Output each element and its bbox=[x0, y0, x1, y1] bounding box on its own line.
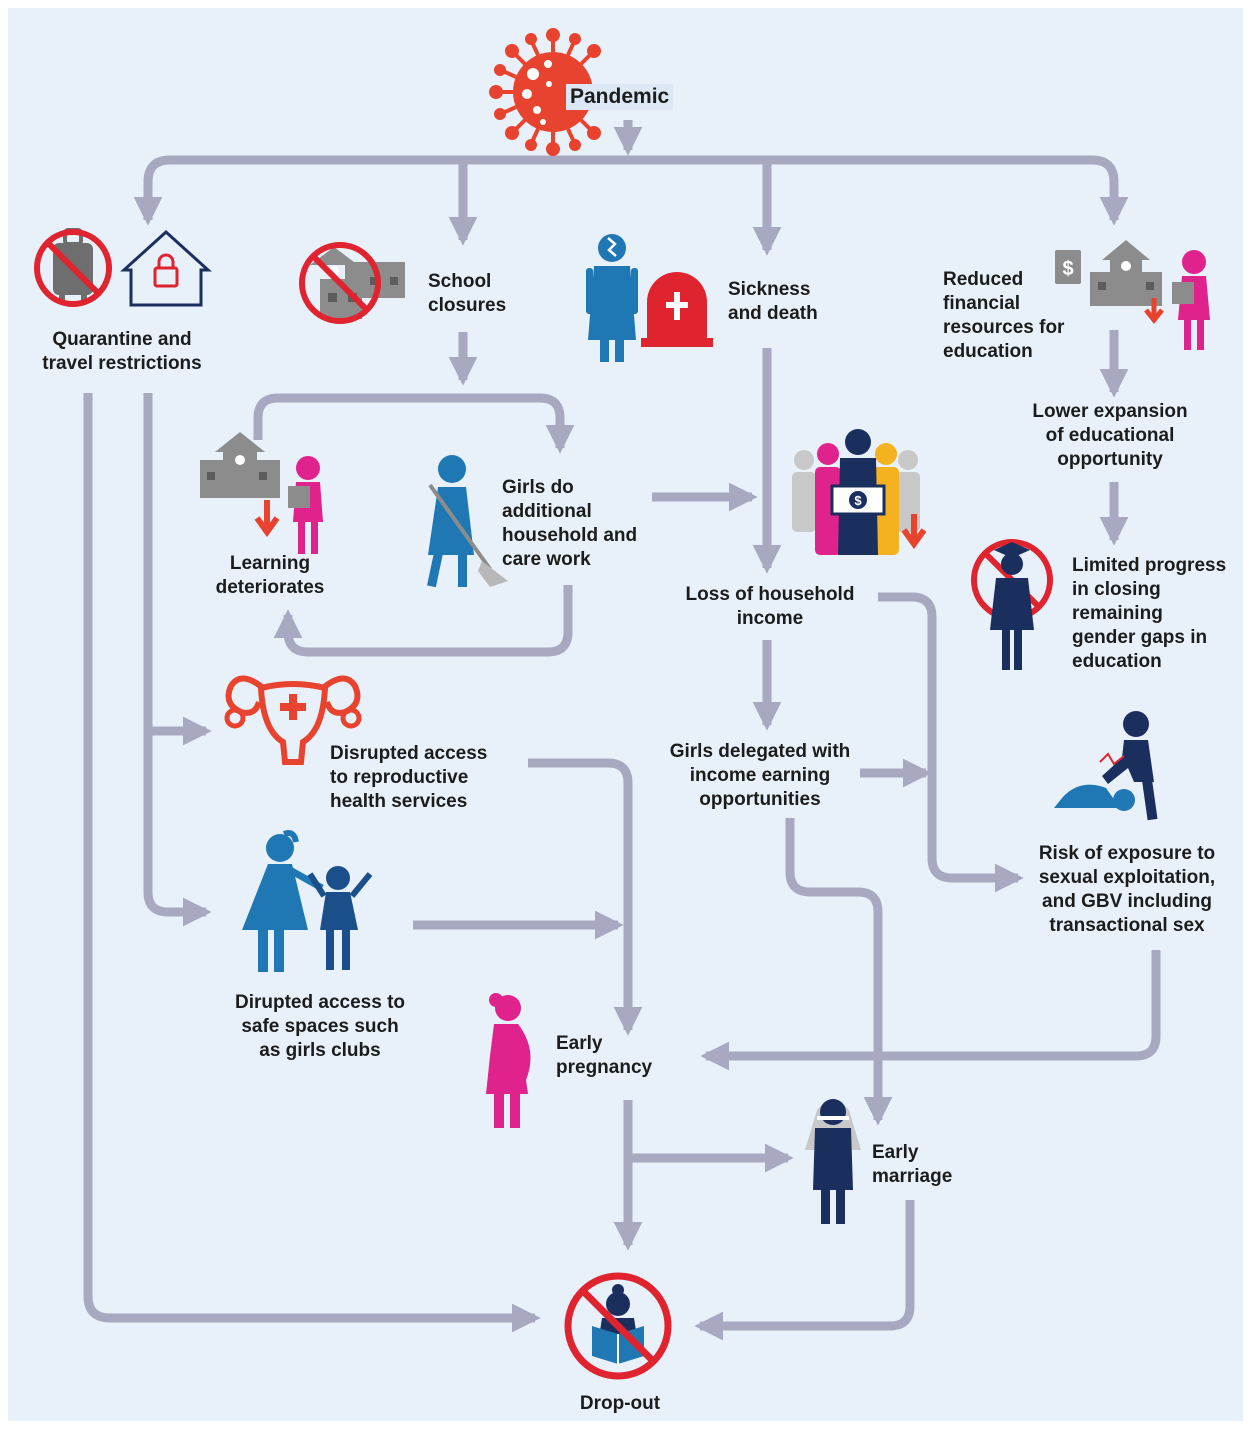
violence-icon bbox=[1054, 711, 1158, 821]
label-line: as girls clubs bbox=[259, 1040, 381, 1061]
label-line: opportunities bbox=[699, 789, 821, 810]
label-line: marriage bbox=[872, 1166, 953, 1187]
label-line: and GBV including bbox=[1042, 891, 1212, 912]
no-graduation-icon bbox=[971, 539, 1053, 670]
safe-spaces-label: Dirupted access to safe spaces such as g… bbox=[210, 991, 430, 1063]
learning-label: Learning deteriorates bbox=[180, 552, 360, 600]
label-line: Learning bbox=[229, 553, 311, 574]
girl-sweeping-icon bbox=[427, 455, 508, 588]
label-line: pregnancy bbox=[556, 1057, 653, 1078]
label-line: in closing bbox=[1072, 579, 1161, 600]
label-line: of educational bbox=[1045, 425, 1175, 446]
label-line: education bbox=[1072, 651, 1162, 672]
label-line: opportunity bbox=[1057, 449, 1163, 470]
label-line: Limited progress bbox=[1072, 555, 1227, 576]
arrow-reproductive-to-pregnancy bbox=[528, 758, 643, 1036]
reduced-financial-label: Reduced financial resources for educatio… bbox=[943, 268, 1064, 364]
label-line: Girls do bbox=[502, 477, 574, 498]
dropout-label: Drop-out bbox=[579, 1393, 661, 1414]
label-line: income earning bbox=[689, 765, 831, 786]
label-line: gender gaps in bbox=[1072, 627, 1208, 648]
label-line: Lower expansion bbox=[1032, 401, 1188, 422]
sexual-exploitation-label: Risk of exposure to sexual exploitation,… bbox=[1022, 842, 1232, 938]
limited-progress-label: Limited progress in closing remaining ge… bbox=[1072, 554, 1226, 674]
label-line: School bbox=[428, 271, 492, 292]
label-line: deteriorates bbox=[215, 577, 325, 598]
arrow-exploitation-to-pregnancy bbox=[700, 950, 1161, 1071]
label-line: Quarantine and bbox=[52, 329, 192, 350]
arrow-marriage-to-dropout bbox=[694, 1200, 915, 1341]
lower-expansion-label: Lower expansion of educational opportuni… bbox=[1010, 400, 1210, 472]
label-line: Disrupted access bbox=[330, 743, 488, 764]
sick-person-icon bbox=[586, 234, 638, 362]
loss-income-label: Loss of household income bbox=[670, 583, 870, 631]
label-line: income bbox=[736, 608, 804, 629]
label-line: care work bbox=[502, 549, 591, 570]
label-line: and death bbox=[728, 303, 818, 324]
arrow-to-quarantine bbox=[133, 155, 628, 226]
no-school-icon bbox=[299, 242, 405, 324]
early-marriage-label: Early marriage bbox=[872, 1141, 952, 1189]
no-luggage-icon bbox=[34, 228, 112, 307]
arrow-quarantine-inner bbox=[143, 393, 212, 927]
arrow-income-to-exploitation bbox=[878, 592, 1024, 893]
pandemic-label: Pandemic bbox=[566, 84, 674, 110]
label-line: safe spaces such bbox=[241, 1016, 399, 1037]
school-girl-learning-icon bbox=[200, 432, 323, 554]
label-line: Dirupted access to bbox=[235, 992, 405, 1013]
svg-text:$: $ bbox=[1062, 258, 1073, 280]
label-line: to reproductive bbox=[330, 767, 469, 788]
arrow-loop-top bbox=[253, 393, 575, 454]
arrow-delegated-to-marriage bbox=[785, 818, 893, 1126]
arrow-to-financial bbox=[628, 155, 1129, 226]
label-line: Risk of exposure to bbox=[1038, 843, 1216, 864]
arrow-loop-bottom bbox=[273, 585, 573, 657]
label-line: Loss of household bbox=[685, 584, 855, 605]
arrow-quarantine-to-dropout bbox=[83, 393, 541, 1333]
early-pregnancy-label: Early pregnancy bbox=[556, 1032, 652, 1080]
uterus-health-icon bbox=[224, 675, 362, 765]
family-income-icon: $ bbox=[792, 429, 927, 555]
label-line: additional bbox=[502, 501, 592, 522]
no-reading-icon bbox=[564, 1272, 672, 1380]
label-line: Early bbox=[556, 1033, 603, 1054]
label-line: Reduced bbox=[943, 269, 1024, 290]
label-line: health services bbox=[330, 791, 468, 812]
school-closures-label: School closures bbox=[428, 270, 506, 318]
label-line: transactional sex bbox=[1049, 915, 1205, 936]
reproductive-label: Disrupted access to reproductive health … bbox=[330, 742, 487, 814]
label-line: Sickness bbox=[728, 279, 811, 300]
svg-text:$: $ bbox=[854, 493, 862, 508]
virus-icon bbox=[489, 28, 617, 156]
quarantine-label: Quarantine and travel restrictions bbox=[22, 328, 222, 376]
mother-child-icon bbox=[242, 830, 373, 972]
label-line: household and bbox=[502, 525, 638, 546]
label-line: remaining bbox=[1072, 603, 1163, 624]
household-work-label: Girls do additional household and care w… bbox=[502, 476, 637, 572]
pregnant-girl-icon bbox=[486, 993, 531, 1128]
label-line: financial bbox=[943, 293, 1021, 314]
tombstone-icon bbox=[641, 272, 713, 347]
label-line: sexual exploitation, bbox=[1038, 867, 1216, 888]
label-line: closures bbox=[428, 295, 507, 316]
veiled-bride-icon bbox=[805, 1099, 861, 1224]
label-line: resources for bbox=[943, 317, 1065, 338]
label-line: education bbox=[943, 341, 1033, 362]
sickness-label: Sickness and death bbox=[728, 278, 818, 326]
label-line: Girls delegated with bbox=[669, 741, 851, 762]
money-school-girl-icon: $ bbox=[1055, 240, 1210, 350]
label-line: travel restrictions bbox=[42, 353, 202, 374]
income-earning-label: Girls delegated with income earning oppo… bbox=[650, 740, 870, 812]
label-line: Early bbox=[872, 1142, 919, 1163]
house-lock-icon bbox=[120, 229, 212, 307]
